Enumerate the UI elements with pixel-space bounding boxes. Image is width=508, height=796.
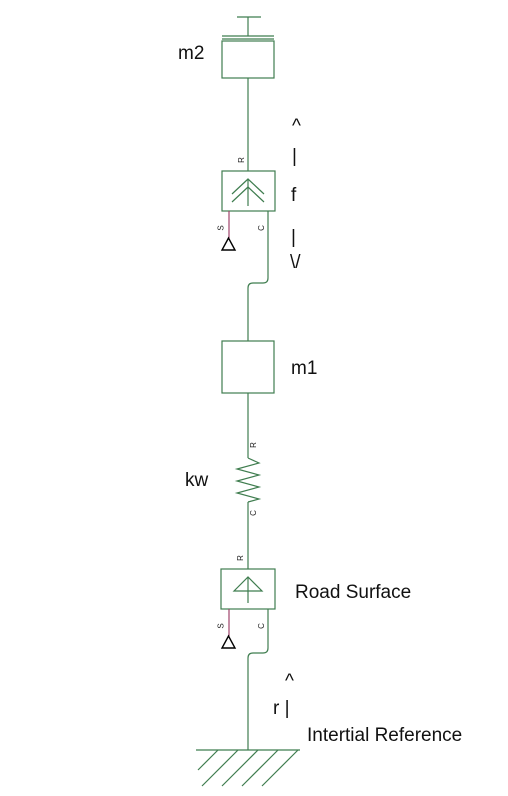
- force-arrow-down-head: \/: [290, 252, 301, 273]
- wire-force-source-to-m1: [247, 211, 269, 341]
- force-source-block[interactable]: [221, 170, 276, 212]
- label-force: f: [291, 185, 297, 206]
- force-source-port-c: C: [256, 225, 266, 231]
- mass-m2-block[interactable]: [221, 16, 275, 79]
- label-inertial-reference: Intertial Reference: [307, 725, 463, 746]
- inertial-reference-ground-icon[interactable]: [196, 749, 300, 787]
- road-surface-source-block[interactable]: [220, 568, 276, 610]
- label-m1: m1: [291, 358, 318, 379]
- ground-triangle-icon: [220, 634, 237, 649]
- spring-port-r: R: [248, 442, 258, 448]
- force-arrow-up-head: ^: [292, 116, 301, 137]
- road-surface-port-r: R: [235, 555, 245, 561]
- force-source-port-s: S: [216, 225, 226, 231]
- force-arrow-down-stem: |: [291, 227, 296, 248]
- label-road-surface: Road Surface: [295, 582, 412, 603]
- label-m2: m2: [178, 43, 205, 64]
- road-arrow-up-head: ^: [285, 671, 294, 692]
- mass-m1-block[interactable]: [221, 340, 275, 394]
- label-kw: kw: [185, 470, 209, 491]
- road-arrow-r-label: r |: [273, 698, 290, 719]
- road-surface-port-c: C: [256, 623, 266, 629]
- spring-port-c: C: [248, 510, 258, 516]
- road-surface-port-s: S: [216, 623, 226, 629]
- wire-road-surface-to-reference: [247, 609, 269, 750]
- spring-kw-icon[interactable]: [234, 457, 262, 503]
- force-source-port-r: R: [236, 157, 246, 163]
- ground-triangle-icon: [220, 236, 237, 251]
- force-arrow-up-stem: |: [292, 146, 297, 167]
